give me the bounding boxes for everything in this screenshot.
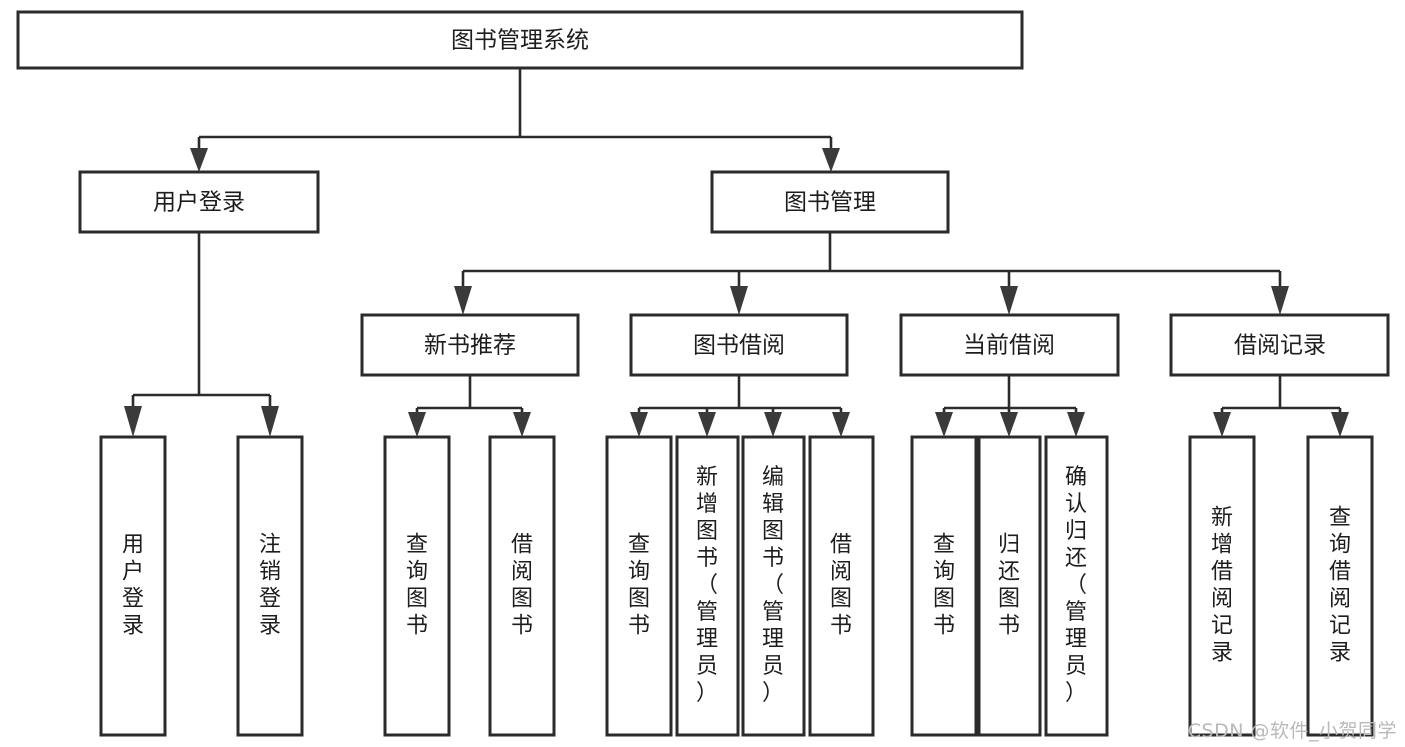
leaf-borrow-book-2-box[interactable]	[808, 435, 875, 737]
node-book-manage-box[interactable]	[710, 170, 950, 234]
node-new-book-recommend[interactable]: 新书推荐	[360, 313, 580, 377]
node-current-borrow-label: 当前借阅	[963, 333, 1055, 359]
leaf-user-login-label: 用户登录	[122, 533, 144, 639]
arrow-head-leaf-borrow-book-1	[513, 412, 531, 437]
leaf-query-book-3-label: 查询图书	[933, 533, 955, 639]
leaf-query-record-label: 查询借阅记录	[1329, 506, 1351, 666]
leaf-add-record-box[interactable]	[1188, 435, 1256, 737]
node-borrow-record-label: 借阅记录	[1234, 333, 1326, 359]
arrow-head-book-borrow	[730, 286, 748, 315]
node-borrow-record[interactable]: 借阅记录	[1169, 313, 1390, 377]
leaf-add-book[interactable]: 新增图书（管理员）	[675, 435, 740, 737]
leaf-borrow-book-2[interactable]: 借阅图书	[808, 435, 875, 737]
arrow-head-borrow-record	[1271, 286, 1289, 315]
arrow-head-user-login	[190, 148, 208, 172]
leaf-return-book-label: 归还图书	[998, 533, 1020, 639]
node-root-box[interactable]	[16, 10, 1024, 70]
leaf-borrow-book-1[interactable]: 借阅图书	[488, 435, 556, 737]
arrow-head-leaf-user-login	[124, 406, 142, 437]
arrow-head-leaf-query-book-2	[630, 412, 648, 437]
arrow-head-leaf-return-book	[1000, 412, 1018, 437]
leaf-confirm-return[interactable]: 确认归还（管理员）	[1044, 435, 1109, 737]
arrow-head-leaf-add-book	[698, 412, 716, 437]
leaf-user-login[interactable]: 用户登录	[99, 435, 167, 737]
leaf-add-record-label: 新增借阅记录	[1211, 506, 1233, 666]
leaf-edit-book-box[interactable]	[741, 435, 806, 737]
arrow-head-leaf-confirm-return	[1067, 412, 1085, 437]
leaf-user-logout-box[interactable]	[236, 435, 304, 737]
node-user-login[interactable]: 用户登录	[78, 170, 320, 234]
leaf-return-book-box[interactable]	[977, 435, 1042, 737]
leaf-confirm-return-box[interactable]	[1044, 435, 1109, 737]
node-root-label: 图书管理系统	[451, 28, 589, 54]
leaf-query-record[interactable]: 查询借阅记录	[1306, 435, 1374, 737]
arrow-head-leaf-edit-book	[764, 412, 782, 437]
leaf-confirm-return-label: 确认归还（管理员）	[1065, 465, 1087, 706]
node-new-book-recommend-box[interactable]	[360, 313, 580, 377]
leaf-query-book-1-box[interactable]	[383, 435, 451, 737]
arrow-head-leaf-query-book-1	[408, 412, 426, 437]
arrow-head-leaf-query-record	[1331, 412, 1349, 437]
leaf-borrow-book-1-box[interactable]	[488, 435, 556, 737]
leaf-user-login-box[interactable]	[99, 435, 167, 737]
arrow-head-book-manage	[822, 148, 840, 172]
arrow-head-leaf-borrow-book-2	[832, 412, 850, 437]
node-book-borrow[interactable]: 图书借阅	[629, 313, 849, 377]
node-current-borrow[interactable]: 当前借阅	[899, 313, 1120, 377]
leaf-add-book-box[interactable]	[675, 435, 740, 737]
leaf-add-record[interactable]: 新增借阅记录	[1188, 435, 1256, 737]
node-new-book-recommend-label: 新书推荐	[424, 333, 516, 359]
node-book-manage[interactable]: 图书管理	[710, 170, 950, 234]
node-book-borrow-box[interactable]	[629, 313, 849, 377]
leaf-user-logout-label: 注销登录	[259, 533, 281, 639]
leaf-query-book-3[interactable]: 查询图书	[910, 435, 978, 737]
leaf-query-book-2[interactable]: 查询图书	[605, 435, 673, 737]
leaf-borrow-book-1-label: 借阅图书	[511, 533, 533, 639]
leaf-edit-book[interactable]: 编辑图书（管理员）	[741, 435, 806, 737]
csdn-watermark: CSDN @软件_小贺同学	[1187, 720, 1397, 742]
leaf-user-logout[interactable]: 注销登录	[236, 435, 304, 737]
leaf-query-book-2-label: 查询图书	[628, 533, 650, 639]
leaf-add-book-label: 新增图书（管理员）	[696, 465, 718, 706]
arrow-head-new-book-recommend	[454, 286, 472, 315]
node-book-manage-label: 图书管理	[784, 190, 876, 216]
node-root[interactable]: 图书管理系统	[16, 10, 1024, 70]
leaf-query-book-1-label: 查询图书	[406, 533, 428, 639]
node-user-login-label: 用户登录	[153, 190, 245, 216]
leaf-borrow-book-2-label: 借阅图书	[830, 533, 852, 639]
leaf-query-book-2-box[interactable]	[605, 435, 673, 737]
leaf-return-book[interactable]: 归还图书	[977, 435, 1042, 737]
leaf-query-book-3-box[interactable]	[910, 435, 978, 737]
connector-layer	[124, 68, 1349, 437]
arrow-head-leaf-add-record	[1213, 412, 1231, 437]
node-user-login-box[interactable]	[78, 170, 320, 234]
node-borrow-record-box[interactable]	[1169, 313, 1390, 377]
arrow-head-leaf-query-book-3	[935, 412, 953, 437]
leaf-query-book-1[interactable]: 查询图书	[383, 435, 451, 737]
leaf-edit-book-label: 编辑图书（管理员）	[762, 465, 784, 706]
leaf-query-record-box[interactable]	[1306, 435, 1374, 737]
node-book-borrow-label: 图书借阅	[693, 333, 785, 359]
arrow-head-leaf-user-logout	[261, 406, 279, 437]
arrow-head-current-borrow	[1000, 286, 1018, 315]
node-current-borrow-box[interactable]	[899, 313, 1120, 377]
